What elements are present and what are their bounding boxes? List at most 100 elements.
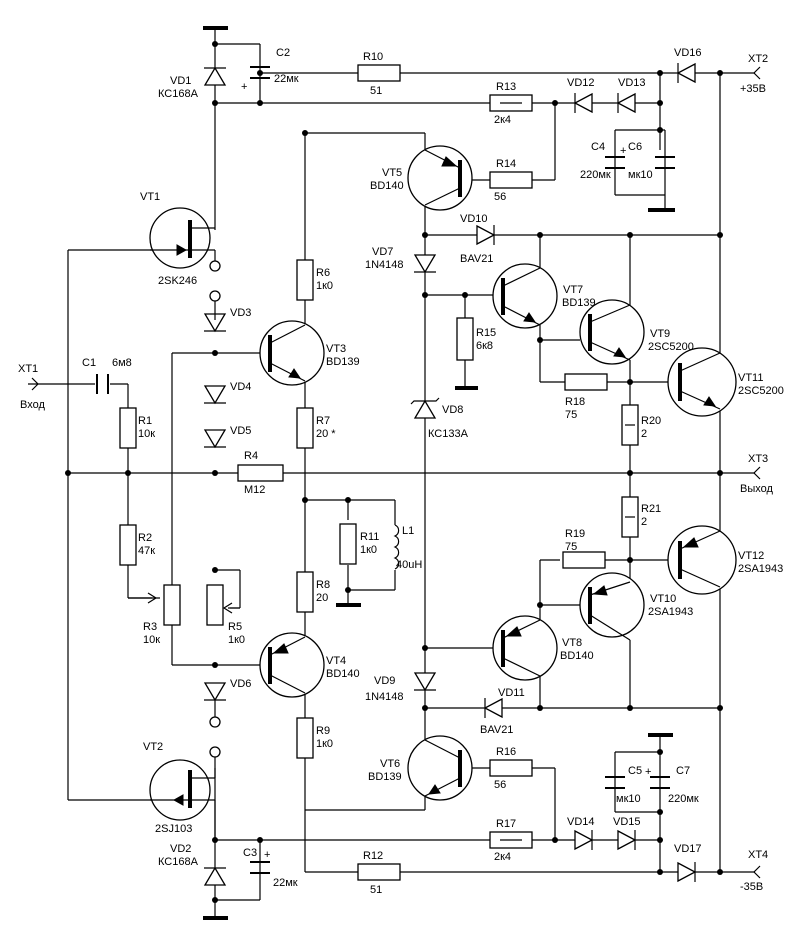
diode-vd10 [476,224,496,246]
vd1-type: КС168А [158,88,199,100]
vt9-type: 2SC5200 [648,341,694,353]
vd7-type: 1N4148 [365,259,404,271]
r17-val: 2к4 [494,851,511,863]
vd9-type: 1N4148 [365,691,404,703]
r7-ref: R7 [316,415,330,427]
capacitor-c5 [605,776,625,789]
vd9-ref: VD9 [374,675,395,687]
r4-val: M12 [244,484,265,496]
vd8-ref: VD8 [442,404,463,416]
c4-ref: C4 [591,141,605,153]
vd11-ref: VD11 [498,687,525,699]
transistor-vt8 [492,615,558,681]
r8-val: 20 [316,592,328,604]
resistor-r1 [119,407,137,449]
ground-symbols [203,26,675,920]
labels: XT1 Вход XT2 +35В XT3 Выход XT4 -35В VT1… [18,47,784,896]
wires [28,28,755,918]
resistor-r9 [296,717,314,759]
vd7-ref: VD7 [372,246,393,258]
vt7-ref: VT7 [563,284,583,296]
vd2-type: КС168А [158,856,199,868]
capacitor-c1 [96,374,109,394]
capacitor-c3 [250,861,270,874]
vt2-type: 2SJ103 [155,823,192,835]
vd10-ref: VD10 [460,213,488,225]
diode-vd5 [203,429,227,449]
vt2-ref: VT2 [143,741,163,753]
c7-val: 220мк [668,793,699,805]
capacitors: + + + + [96,66,675,874]
l1-ref: L1 [402,525,414,537]
xt2-ref: XT2 [748,53,768,65]
vd8-type: КС133А [428,428,469,440]
vt1-type: 2SK246 [158,275,197,287]
capacitor-c6 [655,156,675,169]
r5-ref: R5 [228,621,242,633]
capacitor-c7 [650,776,670,789]
c1-ref: C1 [82,357,96,369]
r13-ref: R13 [496,81,516,93]
vt9-ref: VT9 [650,328,670,340]
l1-val: 40uH [396,559,422,571]
r2-val: 47к [138,545,155,557]
diode-vd4 [203,385,227,405]
c4-val: 220мк [580,169,611,181]
resistor-r4 [237,464,284,482]
c6-plus: + [620,145,626,157]
inductor-l1 [393,524,400,570]
resistor-r15 [456,317,474,361]
r16-ref: R16 [496,746,516,758]
transistor-vt6 [305,735,473,811]
vd3-ref: VD3 [230,307,251,319]
transistor-vt1 [149,207,216,269]
diode-vd7 [413,254,437,274]
diode-vd2 [203,866,227,886]
vd4-ref: VD4 [230,381,251,393]
vd15-ref: VD15 [613,816,641,828]
r10-val: 51 [370,85,382,97]
r3-val: 10к [143,634,160,646]
r21-ref: R21 [641,503,661,515]
c1-val: 6м8 [112,357,132,369]
xt3-name: Выход [740,483,773,495]
r16-val: 56 [494,779,506,791]
zener-vd8 [410,397,440,419]
vt10-ref: VT10 [650,593,676,605]
r3-ref: R3 [143,621,157,633]
xt1-name: Вход [20,399,45,411]
diode-vd13 [616,92,636,114]
resistor-r3 [163,584,181,626]
vt12-ref: VT12 [738,550,764,562]
r10-ref: R10 [363,51,383,63]
resistor-r14 [489,171,533,189]
vt8-type: BD140 [560,650,594,662]
resistor-r6 [296,259,314,301]
r15-val: 6к8 [476,340,493,352]
xt4-arrow [753,865,761,879]
vd5-ref: VD5 [230,425,251,437]
vd11-type: BAV21 [480,724,513,736]
resistor-r5 [206,584,224,626]
vt7-type: BD139 [562,297,596,309]
vd16-ref: VD16 [674,47,702,59]
vd6-ref: VD6 [230,678,251,690]
c3-val: 22мк [273,877,298,889]
vt11-ref: VT11 [738,372,763,384]
xt4-name: -35В [740,881,763,893]
xt2-name: +35В [740,83,766,95]
junction-dots [65,41,723,903]
c3-ref: C3 [243,847,257,859]
vt3-ref: VT3 [326,343,346,355]
r20-ref: R20 [641,415,661,427]
c5-val: мк10 [616,793,641,805]
r6-ref: R6 [316,267,330,279]
r15-ref: R15 [476,327,496,339]
vd13-ref: VD13 [618,77,646,89]
r1-ref: R1 [138,415,152,427]
c3-plus: + [264,849,270,861]
vd14-ref: VD14 [567,816,595,828]
diode-vd16 [676,62,696,84]
c2-ref: C2 [276,47,290,59]
capacitor-c4 [605,156,625,169]
